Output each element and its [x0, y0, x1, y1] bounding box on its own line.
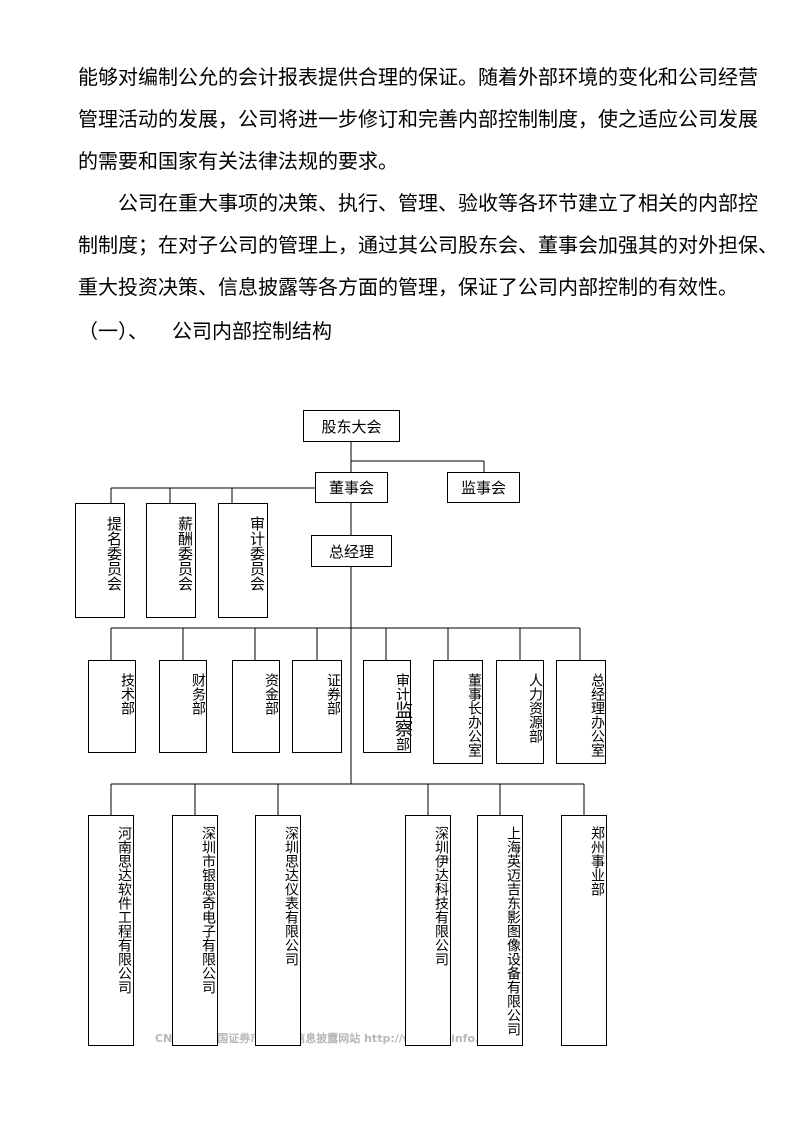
text-line: 制制度；在对子公司的管理上，通过其公司股东会、董事会加强其的对外担保、 — [78, 233, 778, 257]
org-box-general-manager: 总经理 — [311, 535, 392, 567]
org-box-audit-committee: 审计委员会 — [218, 503, 268, 618]
org-box-gm-office: 总经理办公室 — [556, 660, 606, 764]
text-line: 公司在重大事项的决策、执行、管理、验收等各环节建立了相关的内部控 — [78, 191, 758, 215]
org-box-subsidiary-yingmai: 上海英迈吉东影图像设备有限公司 — [477, 815, 523, 1046]
org-box-funds-dept: 资金部 — [232, 660, 280, 753]
org-box-audit-supervision-dept: 审计监察部 — [363, 660, 413, 753]
org-box-zhengzhou-division: 郑州事业部 — [561, 815, 607, 1046]
org-box-remuneration-committee: 薪酬委员会 — [146, 503, 196, 618]
audit-dept-prefix: 审计 — [394, 673, 410, 701]
org-box-subsidiary-yibiao: 深圳思达仪表有限公司 — [255, 815, 301, 1046]
org-box-hr-dept: 人力资源部 — [496, 660, 544, 764]
audit-dept-supervision: 监察 — [392, 701, 413, 737]
audit-dept-suffix: 部 — [394, 737, 410, 751]
org-box-shareholders: 股东大会 — [303, 410, 400, 442]
org-box-tech-dept: 技术部 — [88, 660, 136, 753]
org-box-subsidiary-yinsiqi: 深圳市银思奇电子有限公司 — [172, 815, 218, 1046]
section-heading: （一）、公司内部控制结构 — [78, 310, 332, 352]
org-box-supervisory: 监事会 — [447, 472, 520, 503]
org-box-board: 董事会 — [315, 472, 388, 503]
org-box-finance-dept: 财务部 — [159, 660, 207, 753]
org-box-subsidiary-henan: 河南思达软件工程有限公司 — [88, 815, 134, 1046]
org-box-securities-dept: 证券部 — [292, 660, 342, 753]
org-box-nomination-committee: 提名委员会 — [75, 503, 125, 618]
paragraph-major-matters-control: 公司在重大事项的决策、执行、管理、验收等各环节建立了相关的内部控 制制度；在对子… — [78, 182, 778, 308]
text-line: 的需要和国家有关法律法规的要求。 — [78, 149, 398, 173]
org-box-chairman-office: 董事长办公室 — [433, 660, 483, 764]
org-box-subsidiary-yida: 深圳伊达科技有限公司 — [405, 815, 451, 1046]
text-line: 重大投资决策、信息披露等各方面的管理，保证了公司内部控制的有效性。 — [78, 275, 738, 299]
section-number: （一）、 — [78, 319, 148, 343]
text-line: 能够对编制公允的会计报表提供合理的保证。随着外部环境的变化和公司经营 — [78, 65, 758, 89]
paragraph-internal-control-assurance: 能够对编制公允的会计报表提供合理的保证。随着外部环境的变化和公司经营 管理活动的… — [78, 56, 758, 182]
section-title: 公司内部控制结构 — [172, 319, 332, 343]
text-line: 管理活动的发展，公司将进一步修订和完善内部控制制度，使之适应公司发展 — [78, 107, 758, 131]
